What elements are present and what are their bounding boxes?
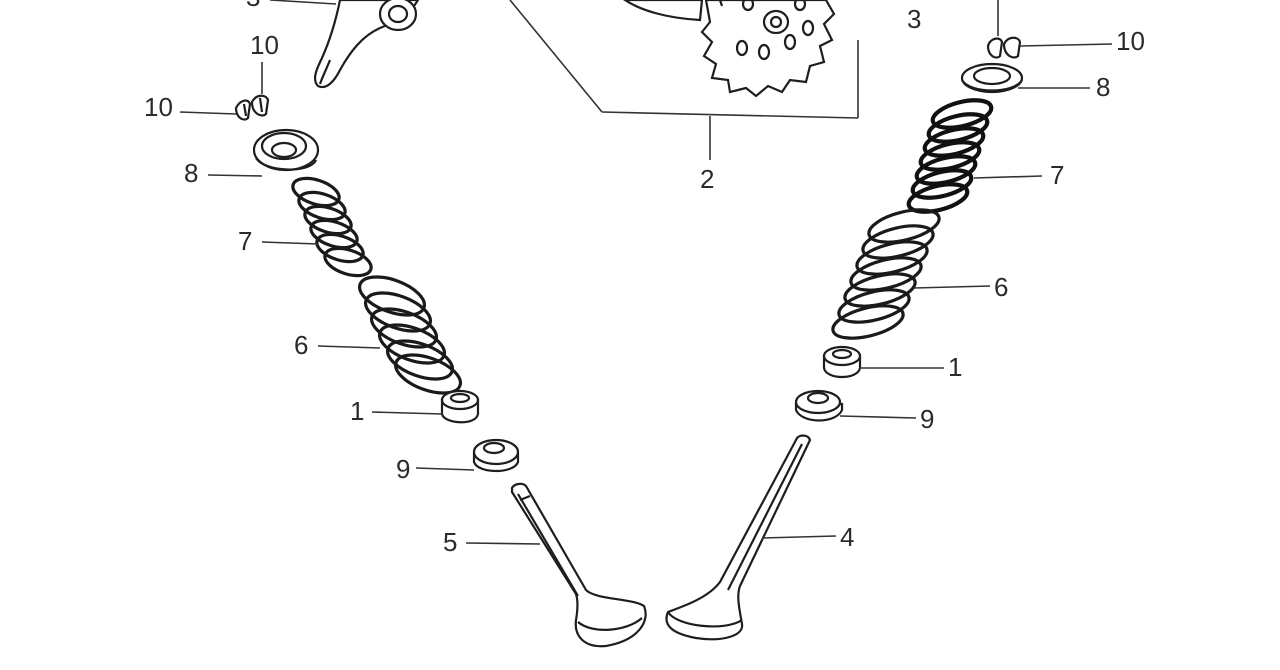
callout-2-bracket <box>509 0 859 160</box>
right-spring-retainer <box>960 62 1024 94</box>
right-label-4: 4 <box>840 522 854 552</box>
right-spring-seat <box>794 389 844 422</box>
left-outer-spring <box>357 275 463 395</box>
callout-label-2: 2 <box>700 164 714 194</box>
callout-label-3-left: 3 <box>246 0 260 12</box>
right-valve-stem-seal <box>822 345 862 379</box>
right-inner-spring <box>906 98 994 214</box>
left-label-1: 1 <box>350 396 364 426</box>
left-label-10-lower: 10 <box>144 92 173 122</box>
right-label-8: 8 <box>1096 72 1110 102</box>
left-label-7: 7 <box>238 226 252 256</box>
left-valve-stem-seal <box>440 389 480 424</box>
left-label-6: 6 <box>294 330 308 360</box>
left-valve-keepers <box>234 94 270 121</box>
left-spring-seat <box>472 438 520 473</box>
right-label-7: 7 <box>1050 160 1064 190</box>
right-label-10: 10 <box>1116 26 1145 56</box>
right-label-1: 1 <box>948 352 962 382</box>
right-outer-spring <box>831 208 941 340</box>
left-spring-retainer <box>252 128 320 172</box>
right-valve-keepers <box>986 36 1022 59</box>
left-inner-spring <box>291 176 373 278</box>
cam-sprocket <box>623 0 836 98</box>
rocker-arm <box>269 0 420 89</box>
callout-label-3-right: 3 <box>907 4 921 34</box>
left-valve-exhaust <box>510 482 647 648</box>
left-label-9: 9 <box>396 454 410 484</box>
left-label-5: 5 <box>443 527 457 557</box>
left-label-8: 8 <box>184 158 198 188</box>
right-label-9: 9 <box>920 404 934 434</box>
left-label-10-upper: 10 <box>250 30 279 60</box>
right-label-6: 6 <box>994 272 1008 302</box>
right-valve-intake <box>665 434 812 641</box>
